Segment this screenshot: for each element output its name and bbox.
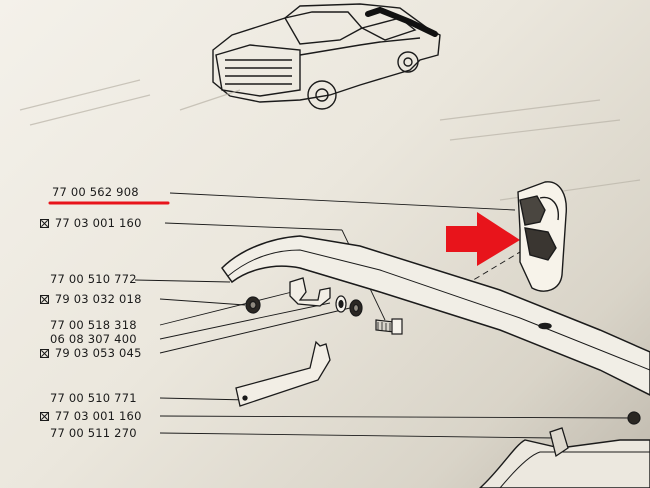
- part-number-row: 77 00 518 318: [50, 318, 137, 332]
- part-number: 77 03 001 160: [54, 409, 142, 423]
- part-number-row: 77 00 510 772: [50, 272, 137, 286]
- part-number-row: 77 00 562 908: [52, 185, 139, 199]
- leader-lines: [134, 192, 635, 439]
- bumper-guard: [517, 181, 567, 292]
- red-arrow-icon: [446, 212, 520, 266]
- part-number-row: 79 03 032 018: [40, 292, 142, 306]
- part-number: 77 00 511 270: [50, 426, 137, 440]
- part-number: 77 00 518 318: [50, 318, 137, 332]
- bumper-bar: [221, 235, 650, 396]
- part-number: 77 03 001 160: [54, 216, 142, 230]
- part-number-row: 77 03 001 160: [40, 216, 142, 230]
- part-number-row: 77 03 001 160: [40, 409, 142, 423]
- part-number: 06 08 307 400: [50, 332, 137, 346]
- part-number: 77 00 510 771: [50, 391, 137, 405]
- part-number-row: 06 08 307 400: [50, 332, 137, 346]
- car-bumper-highlight: [365, 6, 438, 37]
- lower-bumper-section: [478, 439, 650, 488]
- replaced-part-mark-icon: [40, 295, 49, 304]
- part-number: 77 00 510 772: [50, 272, 137, 286]
- part-number: 79 03 032 018: [54, 292, 142, 306]
- car-illustration: [212, 3, 441, 110]
- part-number-row: 77 00 510 771: [50, 391, 137, 405]
- replaced-part-mark-icon: [40, 349, 49, 358]
- washers-and-nuts: [245, 295, 641, 425]
- part-number: 79 03 053 045: [54, 346, 142, 360]
- bolt: [375, 318, 403, 335]
- replaced-part-mark-icon: [40, 412, 49, 421]
- faint-background-print: [19, 79, 641, 201]
- replaced-part-mark-icon: [40, 219, 49, 228]
- part-number: 77 00 562 908: [52, 185, 139, 199]
- part-number-row: 79 03 053 045: [40, 346, 142, 360]
- mounting-brackets: [235, 277, 569, 458]
- part-number-row: 77 00 511 270: [50, 426, 137, 440]
